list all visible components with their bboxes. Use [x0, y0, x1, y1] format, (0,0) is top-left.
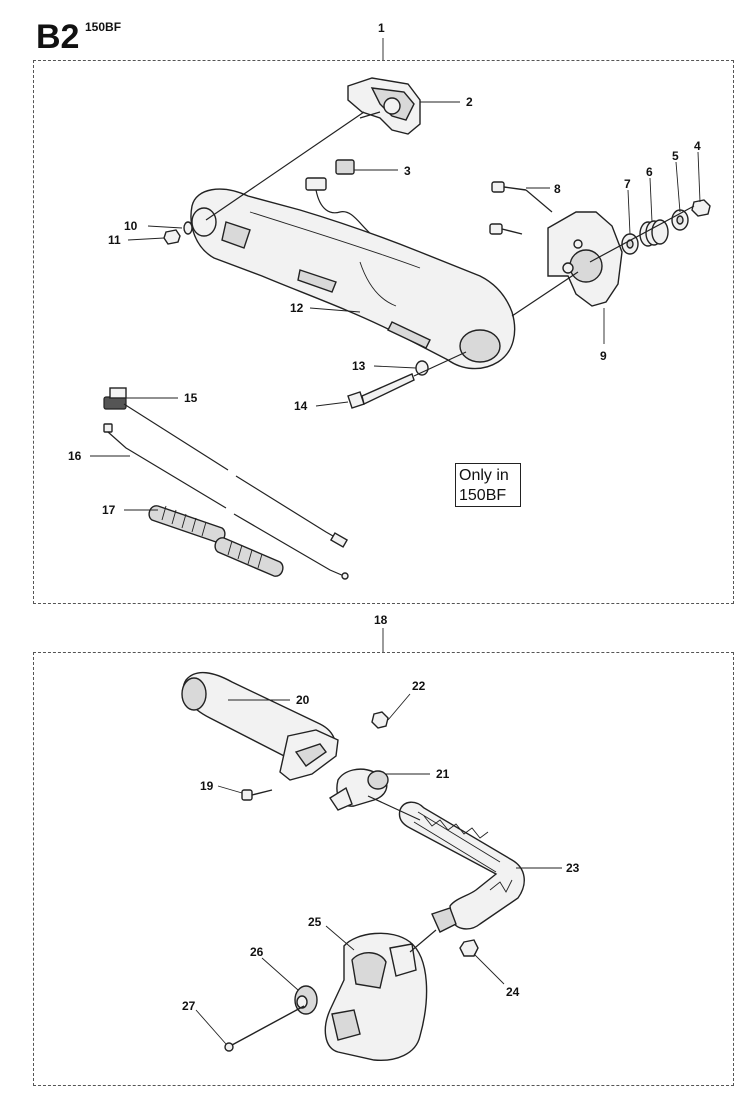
page-title: B2: [36, 18, 80, 56]
callout-26: 26: [250, 945, 264, 959]
callout-21: 21: [436, 767, 450, 781]
part-3-connector: [305, 159, 413, 263]
part-24-nut: [459, 939, 479, 957]
part-10-washer: [183, 221, 193, 235]
part-27-bolt: [224, 1005, 305, 1052]
group-frame-upper: [33, 60, 734, 604]
part-16-cable: [103, 423, 349, 580]
callout-9: 9: [600, 349, 607, 363]
part-17-sleeves: [148, 505, 284, 577]
callout-12: 12: [290, 301, 304, 315]
part-4-axis-line: [589, 205, 695, 263]
part-26-knob: [294, 985, 318, 1015]
part-14-bolt: [347, 351, 467, 409]
model-note-box: Only in 150BF: [455, 463, 521, 507]
callout-5: 5: [672, 149, 679, 163]
callout-8: 8: [554, 182, 561, 196]
part-8-bolts: [489, 181, 553, 235]
callout-16: 16: [68, 449, 82, 463]
part-2-clamp: [347, 77, 421, 135]
callout-17: 17: [102, 503, 116, 517]
part-20-grip: [181, 672, 339, 781]
callout-6: 6: [646, 165, 653, 179]
callout-11: 11: [108, 233, 121, 247]
part-19-screw: [241, 789, 273, 801]
callout-23: 23: [566, 861, 580, 875]
part-15-cable: [103, 387, 349, 548]
part-9-bracket: [511, 211, 623, 317]
part-25-axis-line: [409, 929, 437, 953]
model-subtitle: 150BF: [85, 20, 122, 34]
callout-10: 10: [124, 219, 138, 233]
part-21-axis-line: [367, 795, 421, 821]
callout-25: 25: [308, 915, 322, 929]
callout-20: 20: [296, 693, 310, 707]
callout-22: 22: [412, 679, 426, 693]
group-frame-lower: [33, 652, 734, 1086]
callout-27: 27: [182, 999, 196, 1013]
part-22-nut: [371, 711, 389, 729]
callout-7: 7: [624, 177, 631, 191]
callout-leaders: [90, 101, 701, 1045]
part-11-nut: [163, 229, 181, 245]
callout-4: 4: [694, 139, 701, 153]
callout-24: 24: [506, 985, 520, 999]
part-2-guide-line: [205, 111, 365, 221]
group-label-1: 1: [378, 21, 385, 35]
part-25-clamp: [324, 932, 428, 1061]
callout-13: 13: [352, 359, 366, 373]
callout-15: 15: [184, 391, 198, 405]
note-line-1: Only in: [459, 467, 509, 484]
part-21-bracket: [329, 768, 389, 811]
callout-19: 19: [200, 779, 214, 793]
part-23-lever: [398, 801, 525, 933]
part-5-washer: [671, 209, 689, 231]
callout-14: 14: [294, 399, 308, 413]
group-label-18: 18: [374, 613, 388, 627]
callout-3: 3: [404, 164, 411, 178]
callout-2: 2: [466, 95, 473, 109]
part-4-nut: [691, 199, 711, 217]
note-line-2: 150BF: [459, 487, 507, 504]
part-12-handle-arm: [190, 188, 516, 370]
